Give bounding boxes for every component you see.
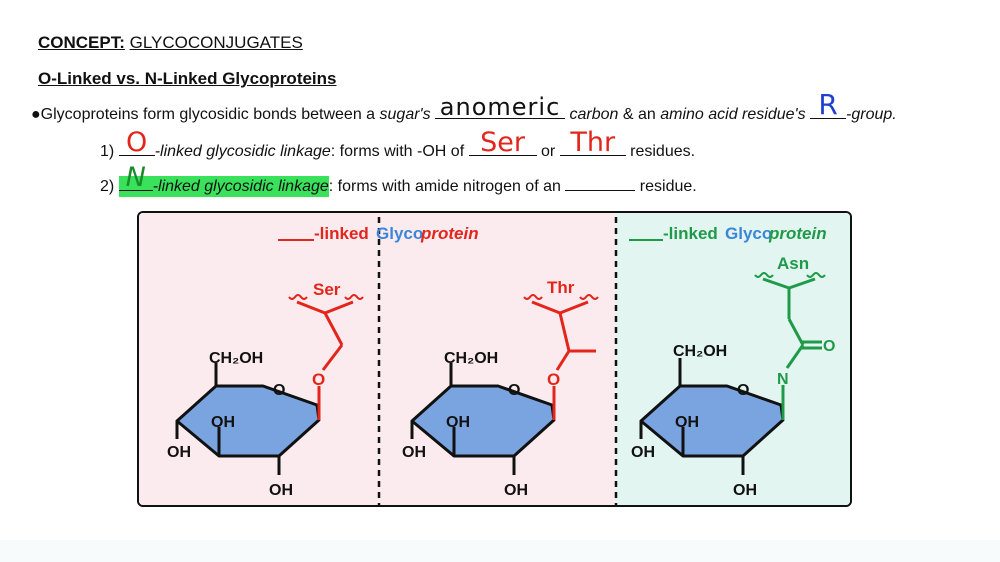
ring-oxygen: O <box>737 382 749 399</box>
r-group-blank: R <box>810 91 847 119</box>
or-text: or <box>536 143 560 160</box>
bottom-band <box>0 540 1000 562</box>
ser-label: Ser <box>313 280 341 299</box>
oh-label: OH <box>167 444 191 461</box>
item-number: 1) <box>100 143 115 160</box>
n-linked-item: 2) N -linked glycosidic linkage: forms wi… <box>100 164 697 197</box>
ring-oxygen: O <box>273 382 285 399</box>
n-title-glyco: Glyco <box>725 224 772 243</box>
statement-text-2: & an <box>618 106 661 123</box>
oh-label: OH <box>211 414 235 431</box>
oh-label: OH <box>504 482 528 499</box>
o-title-protein: protein <box>420 224 479 243</box>
ring-oxygen: O <box>508 382 520 399</box>
carbon-text: carbon <box>565 106 619 123</box>
asn-nitrogen: N <box>777 371 789 388</box>
concept-label: CONCEPT: <box>38 33 125 52</box>
ch2oh-label: CH₂OH <box>444 350 498 367</box>
ch2oh-label: CH₂OH <box>209 350 263 367</box>
n-title-suffix: -linked <box>663 224 718 243</box>
glycoprotein-diagram-panel: -linked Glyco protein -linked Glyco prot… <box>137 211 852 507</box>
sugar-thr: CH₂OH O O Thr OH OH OH <box>402 278 599 499</box>
o-linked-item: 1) O -linked glycosidic linkage: forms w… <box>100 129 696 161</box>
ser-answer: Ser <box>480 127 525 158</box>
oh-label: OH <box>446 414 470 431</box>
n-linkage-text: : forms with amide nitrogen of an <box>328 178 566 195</box>
o-linkage-text: : forms with -OH of <box>330 143 469 160</box>
n-linkage-highlight: N -linked glycosidic linkage <box>118 164 329 197</box>
r-group-answer: R <box>818 88 838 121</box>
n-title-protein: protein <box>768 224 827 243</box>
sugar-asn: CH₂OH O N O Asn OH OH OH <box>631 254 835 499</box>
anomeric-answer: anomeric <box>439 93 561 121</box>
concept-title: GLYCOCONJUGATES <box>129 33 303 52</box>
asn-blank <box>565 176 636 191</box>
n-answer: N <box>125 162 146 193</box>
carbonyl-oxygen: O <box>823 338 835 355</box>
n-linkage-label: -linked glycosidic linkage <box>152 178 329 195</box>
ser-blank: Ser <box>468 129 537 156</box>
o-answer: O <box>126 127 148 158</box>
thr-label: Thr <box>547 278 575 297</box>
o-blank: O <box>118 129 155 156</box>
amino-acid-residue-text: amino acid residue's <box>660 106 806 123</box>
oh-label: OH <box>402 444 426 461</box>
o-title-glyco: Glyco <box>376 224 423 243</box>
group-text: -group. <box>846 106 897 123</box>
statement-line: ●Glycoproteins form glycosidic bonds bet… <box>31 91 897 124</box>
o-linkage-label: -linked glycosidic linkage <box>154 143 331 160</box>
anomeric-blank: anomeric <box>435 95 566 119</box>
concept-heading: CONCEPT: GLYCOCONJUGATES <box>38 33 303 53</box>
section-subtitle: O-Linked vs. N-Linked Glycoproteins <box>38 69 337 88</box>
thr-blank: Thr <box>559 129 626 156</box>
n-linked-background <box>616 213 850 505</box>
oh-label: OH <box>675 414 699 431</box>
sugar-ser: CH₂OH O O Ser OH OH OH <box>167 280 364 499</box>
oh-label: OH <box>631 444 655 461</box>
oh-label: OH <box>733 482 757 499</box>
thr-oxygen: O <box>547 370 560 389</box>
oh-label: OH <box>269 482 293 499</box>
statement-text: Glycoproteins form glycosidic bonds betw… <box>40 106 380 123</box>
item-number: 2) <box>100 178 115 195</box>
n-blank: N <box>118 164 153 191</box>
sugars-text: sugar's <box>379 106 431 123</box>
residues-text: residues. <box>625 143 696 160</box>
o-title-suffix: -linked <box>314 224 369 243</box>
asn-label: Asn <box>777 254 809 273</box>
n-linked-title: -linked Glyco protein <box>629 224 827 243</box>
glycoprotein-diagram: -linked Glyco protein -linked Glyco prot… <box>139 213 850 505</box>
o-linked-title: -linked Glyco protein <box>278 224 479 243</box>
ch2oh-label: CH₂OH <box>673 343 727 360</box>
ser-oxygen: O <box>312 370 325 389</box>
thr-answer: Thr <box>570 127 616 158</box>
residue-text: residue. <box>635 178 697 195</box>
bullet: ● <box>31 106 41 123</box>
